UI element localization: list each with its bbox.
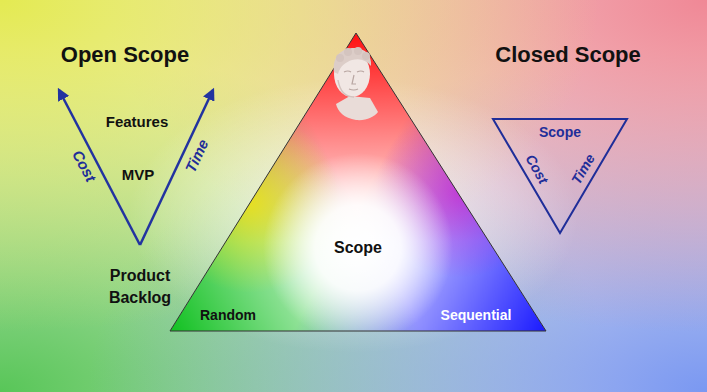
scope-label: Scope — [334, 239, 382, 257]
side-label: Cost — [522, 152, 552, 187]
axis-label: Features — [106, 113, 169, 130]
axis-label-holder: Cost — [68, 147, 100, 185]
section-heading: Open Scope — [61, 42, 189, 67]
axis-label-holder: MVP — [122, 166, 155, 184]
open-scope-v — [59, 90, 213, 245]
side-label: Scope — [539, 124, 581, 140]
colour-wash — [170, 33, 546, 331]
scope-triangle-outline — [170, 33, 546, 331]
axis-label: Time — [182, 136, 212, 175]
corner-label: Sequential — [441, 307, 512, 323]
side-label-holder: Time — [567, 150, 599, 187]
corner-label: Random — [200, 307, 256, 323]
section-heading-holder: Open Scope — [61, 42, 189, 67]
corner-label-holder: Sequential — [441, 306, 512, 324]
scope-triangle: ScopeRandom Sequential — [170, 33, 546, 331]
axis-label: MVP — [122, 166, 155, 183]
axis-label: Cost — [69, 147, 100, 185]
side-label: Time — [568, 151, 598, 187]
section-heading-holder: Closed Scope — [495, 42, 640, 67]
side-label-holder: Cost — [521, 151, 552, 187]
colour-wash — [170, 33, 546, 331]
triangle-base — [170, 33, 546, 331]
side-label-holder: Scope — [539, 123, 581, 141]
axis-label-holder: Time — [182, 136, 213, 175]
section-heading: Closed Scope — [495, 42, 640, 67]
scope-label-holder: Scope — [334, 239, 382, 257]
closed-scope-triangle: ScopeCost Time — [490, 115, 630, 237]
axis-label-holder: Features — [106, 113, 169, 131]
axis-label-holder: Product Backlog — [98, 265, 182, 308]
corner-label-holder: Random — [200, 306, 256, 324]
colour-wash — [170, 33, 546, 331]
colour-wash — [170, 33, 546, 331]
colour-wash — [170, 33, 546, 331]
colour-wash — [170, 33, 546, 331]
triangle-edge — [170, 33, 546, 331]
triangle-edge — [493, 119, 627, 233]
axis-label: Product Backlog — [98, 265, 182, 308]
